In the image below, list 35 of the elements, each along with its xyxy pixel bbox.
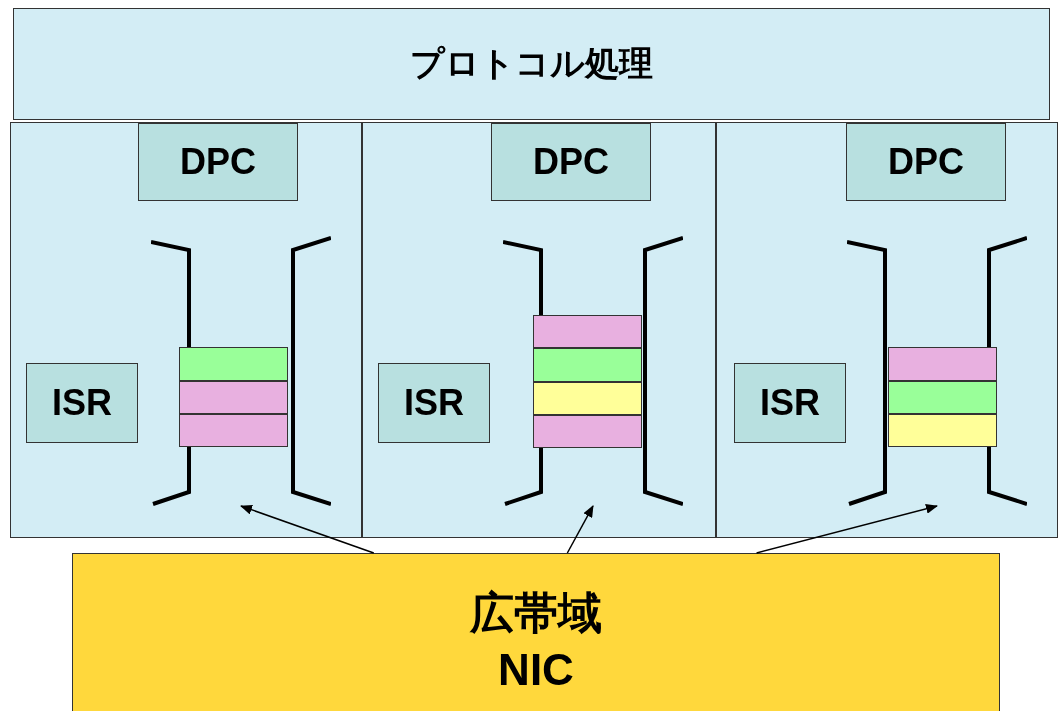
process-box	[26, 363, 138, 443]
box-label: プロトコル処理	[410, 43, 653, 84]
processor-panel	[362, 122, 716, 538]
queue-entry	[888, 347, 997, 381]
queue-entry	[888, 414, 997, 447]
process-band	[13, 8, 1050, 120]
queue-entry	[533, 348, 642, 382]
queue-entry	[179, 347, 288, 381]
process-box	[734, 363, 846, 443]
processor-panel	[716, 122, 1058, 538]
queue-entry	[533, 382, 642, 415]
process-box	[846, 123, 1006, 201]
process-box	[378, 363, 490, 443]
queue-entry	[533, 315, 642, 348]
queue-entry	[179, 381, 288, 414]
nic-box	[72, 553, 1000, 711]
queue-entry	[888, 381, 997, 414]
queue-entry	[533, 415, 642, 448]
box-label: DPC	[888, 141, 964, 183]
queue	[151, 236, 331, 506]
box-label: ISR	[760, 382, 820, 424]
box-label: DPC	[533, 141, 609, 183]
box-label: DPC	[180, 141, 256, 183]
box-label: 広帯域 NIC	[469, 587, 603, 697]
queue	[847, 236, 1027, 506]
processor-panel	[10, 122, 362, 538]
arrow	[755, 503, 938, 554]
process-box	[138, 123, 298, 201]
process-box	[491, 123, 651, 201]
arrow	[240, 504, 375, 554]
arrow	[566, 505, 594, 554]
box-label: ISR	[404, 382, 464, 424]
box-label: ISR	[52, 382, 112, 424]
queue	[503, 236, 683, 506]
queue-entry	[179, 414, 288, 447]
